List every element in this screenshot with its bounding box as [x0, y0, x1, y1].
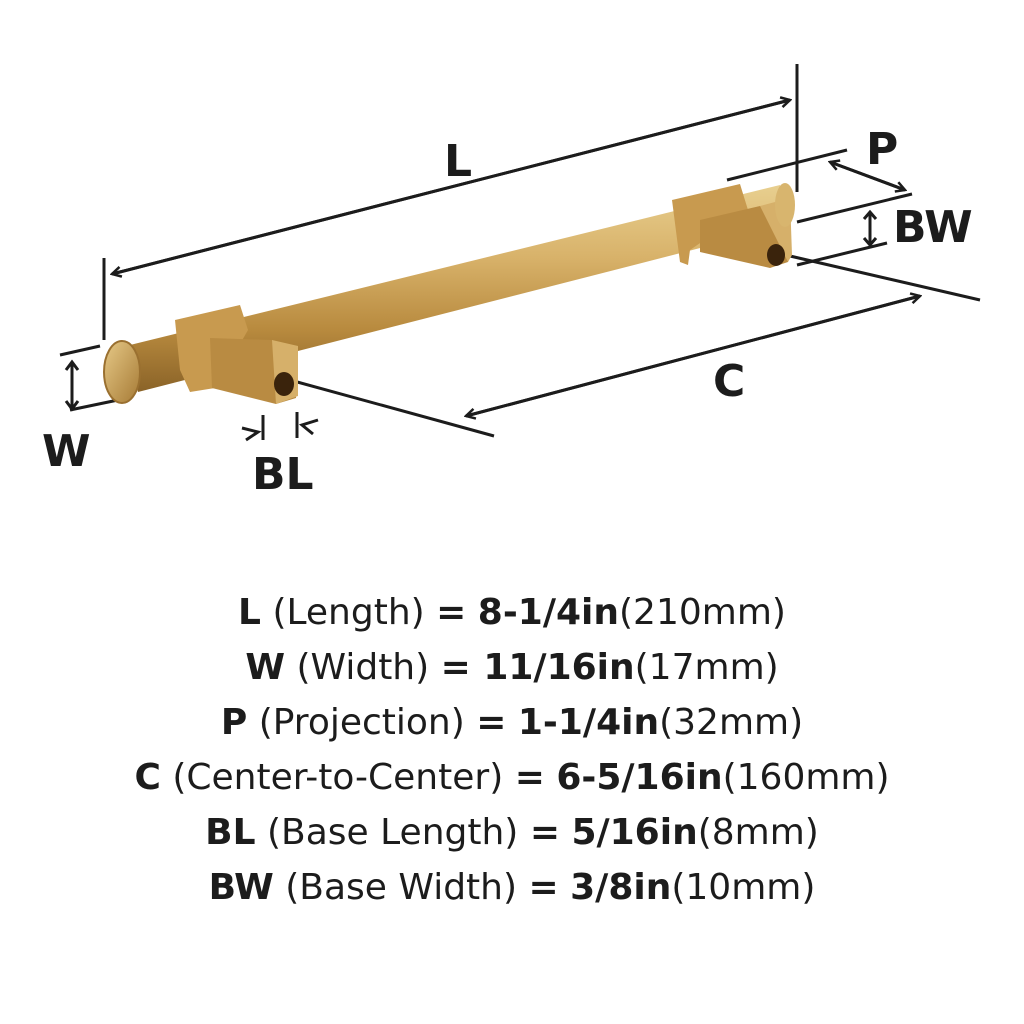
- spec-key: BL: [205, 812, 256, 853]
- spec-metric: (10mm): [671, 867, 816, 908]
- spec-eq: =: [440, 647, 484, 688]
- spec-value: 11/16in: [483, 647, 635, 688]
- spec-value: 5/16in: [571, 812, 698, 853]
- spec-key: W: [245, 647, 286, 688]
- center-to-center-dimension: [289, 296, 920, 438]
- spec-eq: =: [514, 757, 545, 798]
- spec-metric: (160mm): [722, 757, 890, 798]
- spec-key: C: [134, 757, 161, 798]
- spec-value: 8-1/4in: [477, 592, 619, 633]
- spec-eq: =: [436, 592, 467, 633]
- spec-projection: P (Projection) = 1-1/4in(32mm): [0, 695, 1024, 750]
- spec-key: L: [238, 592, 261, 633]
- projection-dimension: [726, 148, 913, 224]
- length-dimension: [102, 64, 799, 340]
- label-length: L: [444, 136, 473, 187]
- base-width-dimension: [789, 209, 981, 302]
- spec-desc: (Base Width): [285, 867, 518, 908]
- spec-desc: (Projection): [258, 702, 465, 743]
- spec-center-to-center: C (Center-to-Center) = 6-5/16in(160mm): [0, 750, 1024, 805]
- dimension-diagram: L P BW C W BL: [42, 64, 981, 500]
- spec-base-width: BW (Base Width) = 3/8in(10mm): [0, 860, 1024, 915]
- spec-eq: =: [476, 702, 507, 743]
- label-base-width: BW: [893, 202, 973, 253]
- spec-eq: =: [528, 867, 559, 908]
- pull-body: [103, 183, 795, 404]
- spec-metric: (17mm): [634, 647, 779, 688]
- spec-base-length: BL (Base Length) = 5/16in(8mm): [0, 805, 1024, 860]
- label-width: W: [42, 426, 91, 477]
- spec-eq: =: [529, 812, 560, 853]
- spec-value: 1-1/4in: [517, 702, 660, 743]
- spec-key: P: [220, 702, 248, 743]
- spec-desc: (Length): [272, 592, 425, 633]
- spec-length: L (Length) = 8-1/4in(210mm): [0, 585, 1024, 640]
- spec-value: 6-5/16in: [556, 757, 723, 798]
- spec-desc: (Center-to-Center): [172, 757, 504, 798]
- pull-drawing: [59, 64, 981, 442]
- spec-metric: (8mm): [697, 812, 819, 853]
- spec-key: BW: [208, 867, 274, 908]
- spec-metric: (210mm): [619, 592, 786, 633]
- label-projection: P: [866, 124, 899, 175]
- base-length-dimension: [241, 412, 319, 442]
- spec-list: L (Length) = 8-1/4in(210mm) W (Width) = …: [0, 585, 1024, 915]
- spec-desc: (Base Length): [266, 812, 519, 853]
- label-base-length: BL: [252, 449, 314, 500]
- spec-desc: (Width): [296, 647, 430, 688]
- spec-width: W (Width) = 11/16in(17mm): [0, 640, 1024, 695]
- spec-metric: (32mm): [659, 702, 804, 743]
- label-center-to-center: C: [713, 356, 746, 407]
- spec-value: 3/8in: [570, 867, 672, 908]
- width-dimension: [59, 344, 119, 412]
